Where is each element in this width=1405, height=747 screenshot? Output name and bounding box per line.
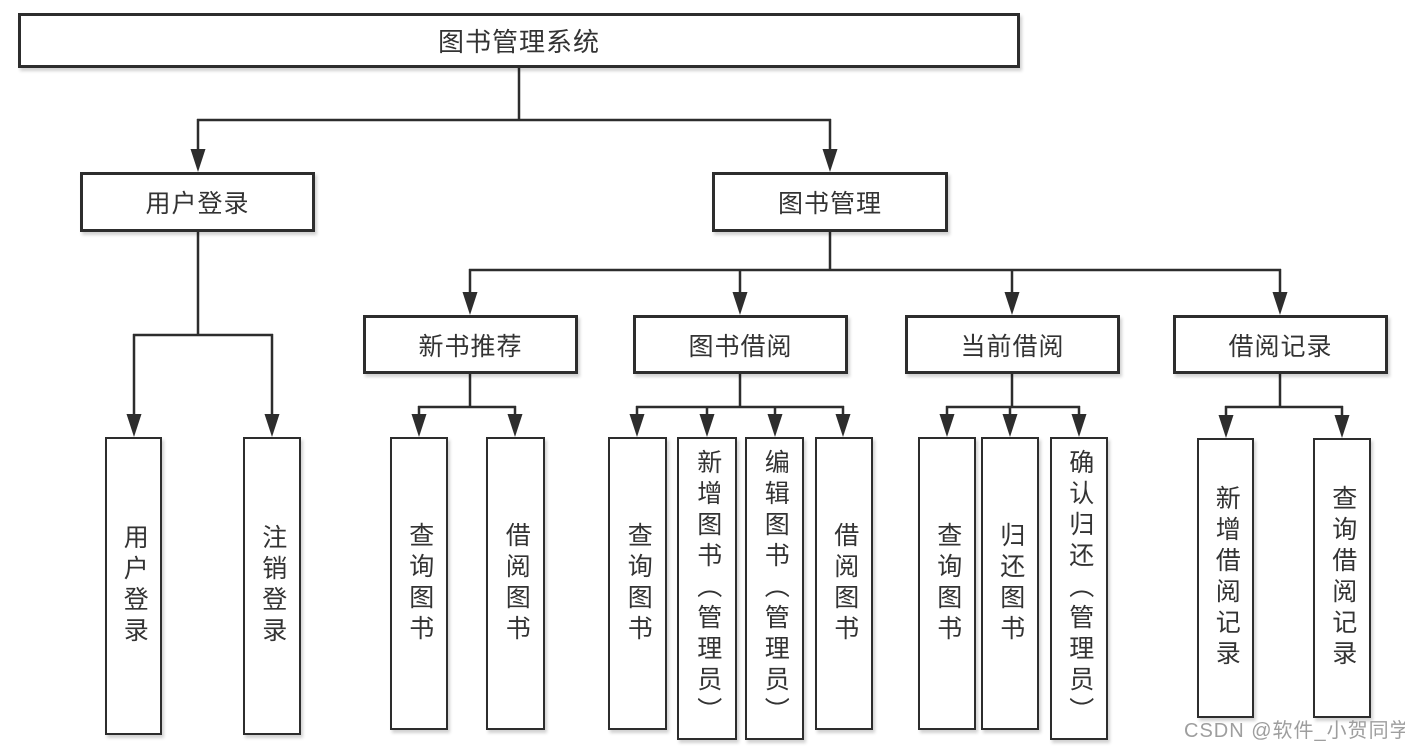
- arrowhead-icons: [126, 149, 1350, 438]
- watermark-text: CSDN @软件_小贺同学: [1184, 720, 1405, 742]
- leaf-current-confirm-return-admin: 确认归还（管理员）: [1050, 437, 1108, 740]
- leaf-newbook-query-books: 查询图书: [390, 437, 448, 730]
- leaf-records-add-record: 新增借阅记录: [1197, 438, 1254, 718]
- leaf-logout: 注销登录: [243, 437, 301, 735]
- node-new-book-recommend: 新书推荐: [363, 315, 578, 374]
- leaf-user-login: 用户登录: [105, 437, 162, 735]
- node-borrow-records: 借阅记录: [1173, 315, 1388, 374]
- leaf-current-return-books: 归还图书: [981, 437, 1039, 730]
- leaf-borrowing-borrow-books: 借阅图书: [815, 437, 873, 730]
- node-current-borrowing: 当前借阅: [905, 315, 1120, 374]
- leaf-borrowing-add-book-admin: 新增图书（管理员）: [677, 437, 737, 740]
- connector-edges: [132, 68, 1344, 417]
- node-book-borrowing: 图书借阅: [633, 315, 848, 374]
- leaf-borrowing-query-books: 查询图书: [608, 437, 667, 730]
- node-book-management: 图书管理: [712, 172, 948, 232]
- leaf-records-query-record: 查询借阅记录: [1313, 438, 1371, 718]
- leaf-newbook-borrow-books: 借阅图书: [486, 437, 545, 730]
- leaf-current-query-books: 查询图书: [918, 437, 976, 730]
- node-user-login: 用户登录: [80, 172, 315, 232]
- leaf-borrowing-edit-book-admin: 编辑图书（管理员）: [745, 437, 804, 740]
- node-library-system: 图书管理系统: [18, 13, 1020, 68]
